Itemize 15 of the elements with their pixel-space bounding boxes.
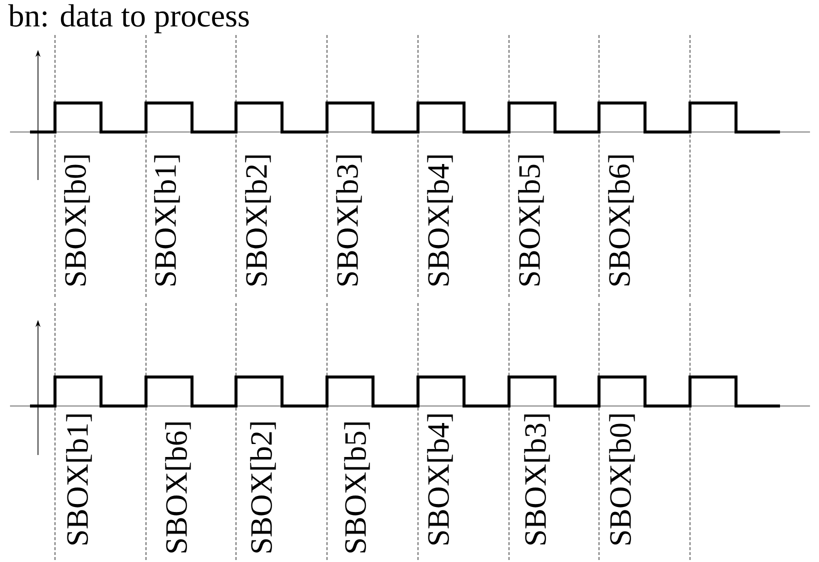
sbox-label: SBOX[b2] bbox=[245, 156, 271, 286]
title: bn: data to process bbox=[8, 4, 249, 34]
sbox-label: SBOX[b4] bbox=[427, 414, 453, 544]
sbox-label: SBOX[b3] bbox=[336, 156, 362, 286]
sbox-label: SBOX[b0] bbox=[64, 156, 90, 286]
sbox-label: SBOX[b5] bbox=[518, 156, 544, 286]
sbox-label: SBOX[b5] bbox=[344, 422, 370, 552]
sbox-label: SBOX[b2] bbox=[250, 422, 276, 552]
sbox-label: SBOX[b6] bbox=[165, 422, 191, 552]
sbox-label: SBOX[b1] bbox=[66, 414, 92, 544]
sbox-label: SBOX[b4] bbox=[427, 156, 453, 286]
sbox-label: SBOX[b6] bbox=[608, 156, 634, 286]
sbox-label: SBOX[b3] bbox=[524, 414, 550, 544]
sbox-label: SBOX[b1] bbox=[154, 156, 180, 286]
sbox-label: SBOX[b0] bbox=[609, 414, 635, 544]
